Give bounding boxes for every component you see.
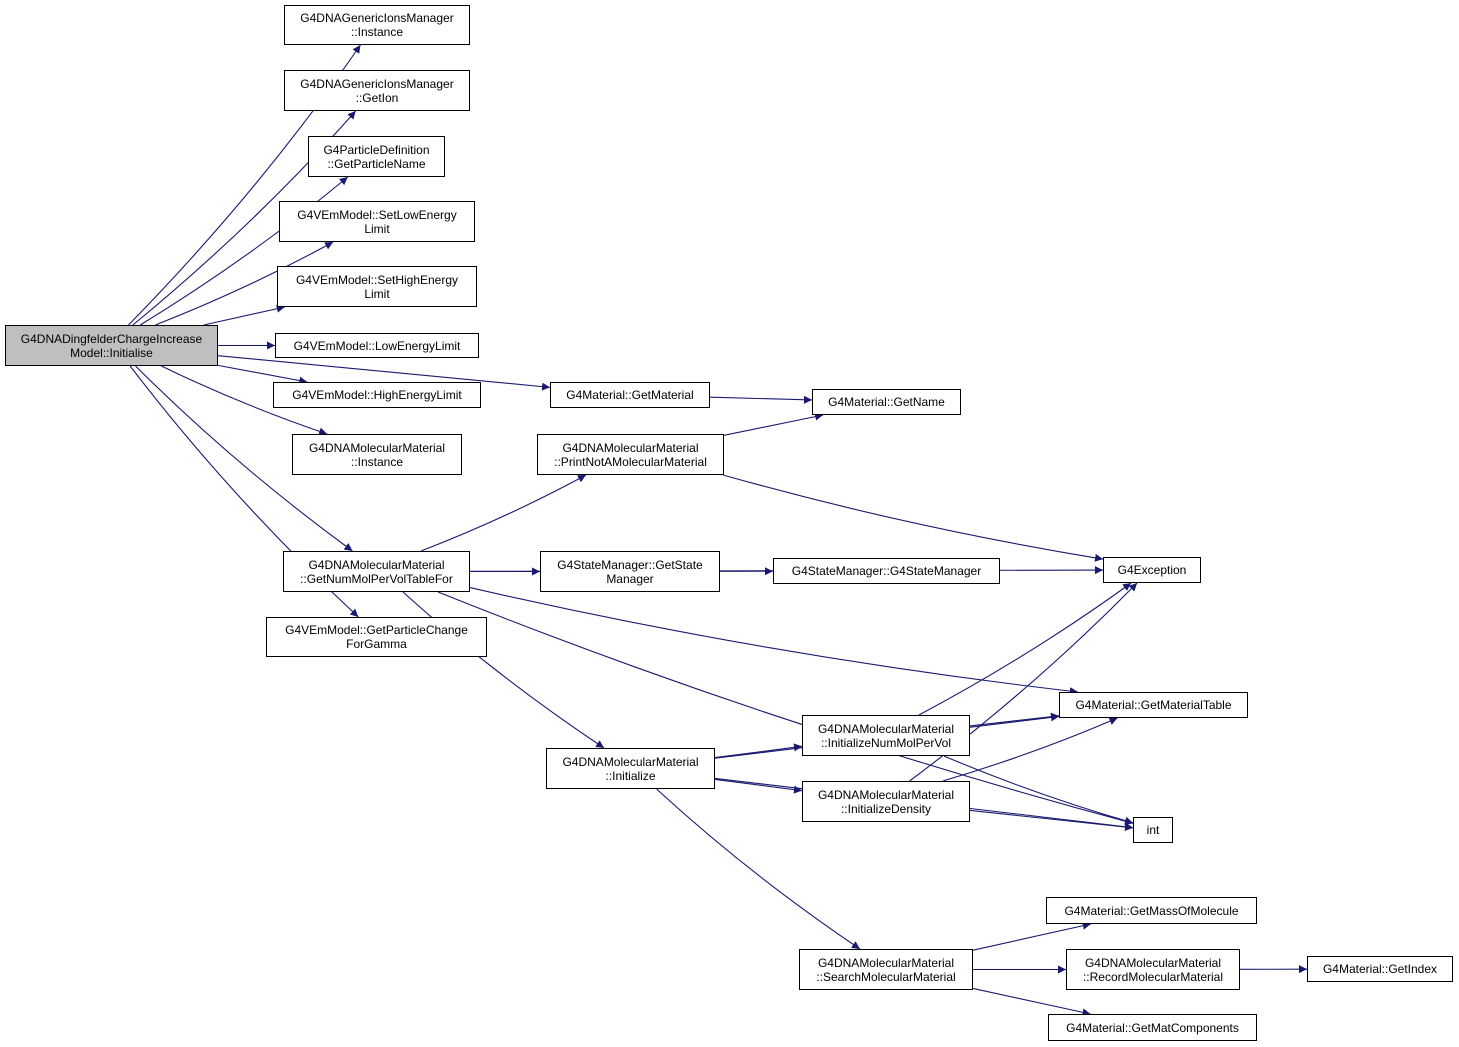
node-label-line1: G4DNAMolecularMaterial: [817, 721, 955, 736]
node-get-mass-of-molecule[interactable]: G4Material::GetMassOfMolecule: [1046, 897, 1257, 924]
node-set-high-energy[interactable]: G4VEmModel::SetHighEnergy Limit: [277, 266, 477, 307]
node-get-material[interactable]: G4Material::GetMaterial: [550, 382, 710, 408]
node-label-line1: G4DNAMolecularMaterial: [817, 787, 955, 802]
edge-root-to-set_high: [203, 304, 285, 326]
node-state-manager-ctor[interactable]: G4StateManager::G4StateManager: [773, 558, 1000, 584]
node-label-line1: G4DNAMolecularMaterial: [562, 754, 699, 769]
node-get-mat-components[interactable]: G4Material::GetMatComponents: [1048, 1014, 1257, 1041]
node-label-line1: G4Material::GetMaterial: [566, 388, 694, 402]
node-label-line2: ::Instance: [350, 25, 404, 39]
node-g4exception[interactable]: G4Exception: [1103, 557, 1201, 583]
node-label-line2: Manager: [606, 571, 654, 586]
node-label-line1: G4Material::GetMatComponents: [1066, 1020, 1239, 1035]
edge-mm_getnummol-to-mm_printnot: [420, 474, 587, 552]
node-material-get-index[interactable]: G4Material::GetIndex: [1307, 956, 1453, 982]
edge-root-to-mat_getmaterial: [217, 355, 551, 391]
edge-mm_initnummol-to-mat_table: [969, 712, 1060, 727]
node-label-line1: G4DNADingfelderChargeIncrease: [20, 331, 203, 346]
edge-mm_getnummol-to-mat_table: [469, 587, 1078, 696]
edge-mm_initnummol-to-int: [943, 755, 1134, 825]
node-material-get-name[interactable]: G4Material::GetName: [812, 389, 961, 415]
node-molecular-initialize[interactable]: G4DNAMolecularMaterial ::Initialize: [546, 748, 715, 789]
edge-mm_initialize-to-mm_search: [656, 788, 861, 950]
node-label-line2: ::GetParticleName: [327, 156, 426, 171]
node-label-line2: ::SearchMolecularMaterial: [816, 969, 956, 984]
node-label-line2: ::GetIon: [355, 90, 399, 105]
node-label-line2: ::PrintNotAMolecularMaterial: [554, 454, 707, 469]
node-low-energy-limit[interactable]: G4VEmModel::LowEnergyLimit: [275, 333, 479, 358]
edge-mm_initialize-to-mm_initnummol: [714, 743, 803, 759]
node-label-line1: G4VEmModel::HighEnergyLimit: [292, 388, 462, 402]
node-label-line1: G4VEmModel::LowEnergyLimit: [293, 338, 461, 353]
edge-mm_search-to-mat_components: [972, 987, 1091, 1017]
node-label-line1: G4DNAMolecularMaterial: [308, 557, 445, 572]
node-label-line1: G4Material::GetMaterialTable: [1075, 698, 1232, 712]
node-label-line1: G4ParticleDefinition: [323, 142, 430, 157]
node-particle-change-gamma[interactable]: G4VEmModel::GetParticleChange ForGamma: [266, 617, 487, 657]
edge-mm_printnot-to-mat_getname: [723, 412, 824, 436]
node-get-num-mol-table[interactable]: G4DNAMolecularMaterial ::GetNumMolPerVol…: [283, 551, 470, 592]
node-label-line1: G4StateManager::GetState: [557, 557, 703, 572]
edge-mm_getnummol-to-int: [437, 591, 1134, 826]
node-label-line1: G4DNAMolecularMaterial: [817, 955, 955, 970]
node-label-line1: G4DNAGenericIonsManager: [300, 11, 454, 25]
edge-mm_initdensity-to-mat_table: [942, 717, 1118, 782]
node-label-line1: G4StateManager::G4StateManager: [791, 564, 982, 578]
edge-mm_initialize-to-mm_initdensity: [714, 778, 803, 794]
node-label-line2: ::RecordMolecularMaterial: [1082, 969, 1224, 984]
node-label-line2: Model::Initialise: [70, 345, 153, 360]
node-label-line1: G4VEmModel::SetLowEnergy: [297, 207, 457, 222]
node-label-line1: G4VEmModel::GetParticleChange: [285, 623, 468, 637]
edge-root-to-mm_instance: [161, 365, 328, 436]
node-label-line1: G4VEmModel::SetHighEnergy: [295, 272, 459, 287]
node-search-molecular[interactable]: G4DNAMolecularMaterial ::SearchMolecular…: [799, 949, 973, 990]
node-label-line1: G4DNAGenericIonsManager: [300, 76, 454, 91]
node-label-line2: ::InitializeNumMolPerVol: [820, 735, 952, 750]
edge-root-to-mm_getnummol: [135, 365, 353, 552]
edge-root-to-high_limit: [217, 364, 308, 385]
node-initialize-num-mol[interactable]: G4DNAMolecularMaterial ::InitializeNumMo…: [802, 715, 970, 756]
node-print-not-molecular[interactable]: G4DNAMolecularMaterial ::PrintNotAMolecu…: [537, 434, 724, 475]
node-molecular-material-instance[interactable]: G4DNAMolecularMaterial ::Instance: [292, 434, 462, 475]
node-high-energy-limit[interactable]: G4VEmModel::HighEnergyLimit: [273, 382, 481, 408]
edge-mm_getnummol-to-mm_initialize: [402, 591, 605, 749]
edge-mm_initdensity-to-int: [969, 809, 1134, 831]
node-label-line1: G4Material::GetMassOfMolecule: [1064, 903, 1239, 918]
node-label-line1: G4DNAMolecularMaterial: [562, 440, 699, 455]
node-label-line2: ::InitializeDensity: [840, 801, 932, 816]
edge-mm_initnummol-to-g4exception: [918, 582, 1132, 716]
edge-mm_printnot-to-g4exception: [722, 474, 1104, 562]
edge-root-to-set_low: [155, 241, 334, 326]
node-label-line2: ::Initialize: [605, 768, 656, 783]
node-label-line2: ::Instance: [350, 454, 404, 469]
node-label-line1: G4DNAMolecularMaterial: [308, 440, 446, 455]
edge-mat_getmaterial-to-mat_getname: [709, 395, 813, 404]
node-label-line1: G4DNAMolecularMaterial: [1084, 955, 1222, 970]
node-label-line1: G4Exception: [1117, 563, 1187, 577]
node-int[interactable]: int: [1133, 817, 1173, 843]
node-particle-name[interactable]: G4ParticleDefinition ::GetParticleName: [308, 136, 445, 177]
node-label-line2: Limit: [364, 286, 390, 301]
node-get-material-table[interactable]: G4Material::GetMaterialTable: [1059, 692, 1248, 718]
node-get-state-manager[interactable]: G4StateManager::GetState Manager: [540, 551, 720, 592]
node-label-line1: int: [1146, 823, 1160, 837]
node-label-line2: ::GetNumMolPerVolTableFor: [300, 571, 453, 586]
node-root-initialise: G4DNADingfelderChargeIncrease Model::Ini…: [5, 325, 218, 366]
node-set-low-energy[interactable]: G4VEmModel::SetLowEnergy Limit: [279, 201, 475, 242]
edge-mm_initdensity-to-g4exception: [909, 582, 1138, 782]
node-record-molecular[interactable]: G4DNAMolecularMaterial ::RecordMolecular…: [1066, 949, 1240, 990]
node-label-line1: G4Material::GetName: [828, 395, 945, 409]
node-label-line2: Limit: [364, 221, 390, 236]
node-generic-ions-instance[interactable]: G4DNAGenericIonsManager ::Instance: [284, 5, 470, 45]
node-generic-ions-getion[interactable]: G4DNAGenericIonsManager ::GetIon: [284, 70, 470, 111]
edge-root-to-pd_getname: [139, 176, 349, 326]
node-label-line2: ForGamma: [346, 637, 407, 651]
edge-mm_search-to-mat_massmol: [972, 921, 1091, 951]
node-initialize-density[interactable]: G4DNAMolecularMaterial ::InitializeDensi…: [802, 781, 970, 822]
node-label-line1: G4Material::GetIndex: [1322, 962, 1438, 976]
